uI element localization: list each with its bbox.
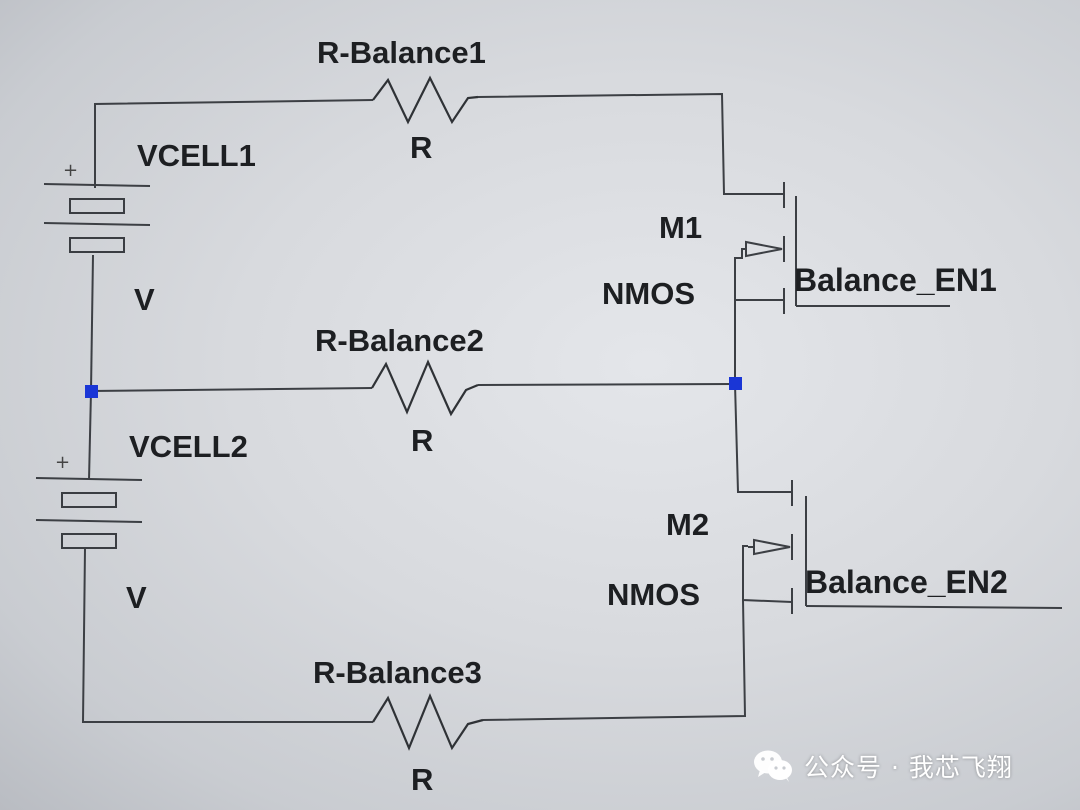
wire-m2-source — [482, 599, 747, 721]
wire-mid-right — [477, 383, 736, 386]
mosfet-name-label: M1 — [659, 210, 702, 245]
resistor-value-label: R — [410, 130, 432, 165]
source-value-label: V — [134, 282, 155, 317]
wire-m1-body — [734, 248, 743, 300]
m1-body-arrow — [745, 240, 783, 258]
resistor-r-balance1 — [372, 75, 479, 125]
source-name-label: VCELL2 — [129, 429, 248, 464]
wires — [81, 92, 793, 723]
wire-top-right — [477, 92, 784, 195]
gate-net-label: Balance_EN2 — [805, 564, 1008, 600]
mosfet-type-label: NMOS — [607, 577, 700, 612]
wire-mid-left — [90, 387, 373, 392]
gate-net-label: Balance_EN1 — [794, 262, 997, 298]
resistor-value-label: R — [411, 423, 433, 458]
watermark: 公众号 · 我芯飞翔 — [752, 744, 1013, 788]
wire-left-battery2 — [88, 390, 92, 481]
polarity-plus-label: + — [55, 452, 70, 473]
mosfet-type-label: NMOS — [602, 276, 695, 311]
wire-m2-drain — [734, 383, 792, 493]
battery-vcell2 — [35, 477, 143, 549]
polarity-plus-label: + — [63, 160, 78, 181]
resistor-r-balance2 — [371, 359, 479, 417]
battery-vcell1 — [43, 183, 151, 253]
m2-body-arrow — [753, 538, 791, 556]
wechat-icon — [754, 750, 792, 782]
resistor-name-label: R-Balance1 — [317, 35, 486, 70]
mosfet-m1 — [742, 182, 950, 314]
source-name-label: VCELL1 — [137, 138, 256, 173]
wire-left-mid — [90, 254, 94, 392]
mosfet-name-label: M2 — [666, 507, 709, 542]
source-value-label: V — [126, 580, 147, 615]
resistor-name-label: R-Balance2 — [315, 323, 484, 358]
resistor-name-label: R-Balance3 — [313, 655, 482, 690]
junction-node-right — [729, 377, 742, 390]
resistor-r-balance3 — [372, 693, 484, 751]
watermark-text: 公众号 · 我芯飞翔 — [804, 753, 1013, 782]
wire-top-left — [94, 99, 374, 188]
resistor-value-label: R — [411, 762, 433, 797]
wire-bottom-left — [81, 547, 373, 723]
wire-m1-source — [734, 299, 784, 384]
wire-m2-body — [742, 545, 793, 603]
mosfet-m2 — [748, 480, 1063, 614]
junction-node-left — [85, 385, 98, 398]
